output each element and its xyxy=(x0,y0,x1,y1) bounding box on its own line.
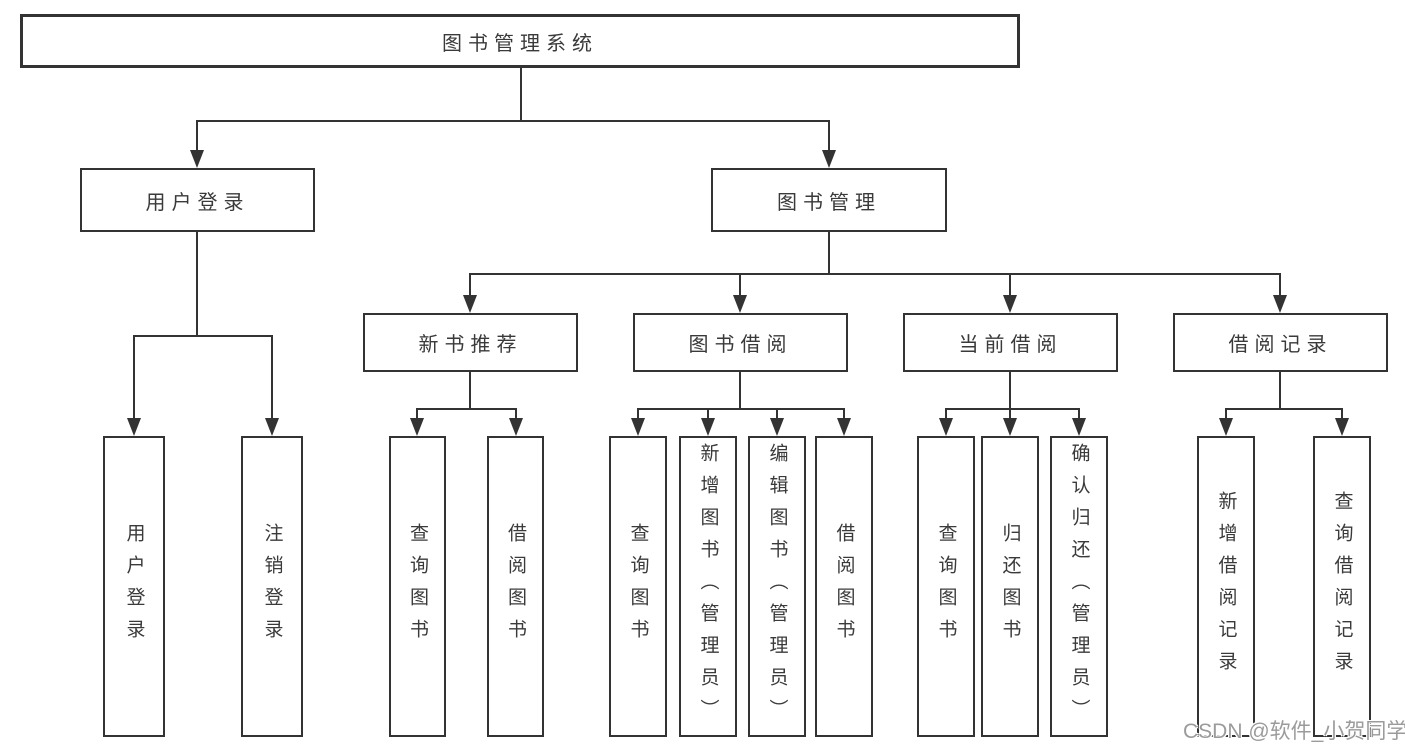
leaf-query-book-current-label: 查询图书 xyxy=(935,522,957,651)
connector-user-login-rail xyxy=(133,335,273,337)
connector-leaf-stem xyxy=(416,408,418,418)
node-new-book-recommend: 新书推荐 xyxy=(363,313,578,372)
arrow-down-leaf xyxy=(1219,418,1233,436)
node-book-borrow-label: 图书借阅 xyxy=(688,334,793,356)
connector-root-stem xyxy=(520,68,522,120)
connector-group-down xyxy=(469,372,471,408)
arrow-down-level3 xyxy=(733,295,747,313)
node-book-management-label: 图书管理 xyxy=(777,191,881,214)
connector-level3-stem xyxy=(1009,273,1011,295)
connector-leaf-stem xyxy=(1341,408,1343,418)
leaf-query-book: 查询图书 xyxy=(609,436,667,737)
arrow-down-leaf xyxy=(770,418,784,436)
node-borrow-record-label: 借阅记录 xyxy=(1228,334,1333,356)
connector-leaf-stem xyxy=(1009,408,1011,418)
connector-leaf-stem xyxy=(637,408,639,418)
connector-leaf-stem xyxy=(945,408,947,418)
connector-level3-rail xyxy=(470,273,1281,275)
arrow-down-leaf xyxy=(837,418,851,436)
leaf-borrow-book: 借阅图书 xyxy=(815,436,873,737)
leaf-query-book-current: 查询图书 xyxy=(917,436,975,737)
connector-leaf-stem xyxy=(707,408,709,418)
arrow-down-level3 xyxy=(1273,295,1287,313)
arrow-down-leaf xyxy=(1072,418,1086,436)
leaf-query-book-recommend: 查询图书 xyxy=(389,436,446,737)
connector-level3-stem xyxy=(739,273,741,295)
node-current-borrow: 当前借阅 xyxy=(903,313,1118,372)
leaf-add-book-admin: 新增图书（管理员） xyxy=(679,436,737,737)
connector-leaf-stem xyxy=(133,335,135,418)
node-current-borrow-label: 当前借阅 xyxy=(958,334,1063,356)
connector-leaf-stem xyxy=(1078,408,1080,418)
arrow-down-level3 xyxy=(463,295,477,313)
node-new-book-recommend-label: 新书推荐 xyxy=(418,334,523,356)
leaf-logout-label: 注销登录 xyxy=(261,522,283,651)
node-root: 图书管理系统 xyxy=(20,14,1020,68)
connector-level2-rail xyxy=(196,120,830,122)
leaf-query-borrow-record: 查询借阅记录 xyxy=(1313,436,1371,737)
connector-group-down xyxy=(1279,372,1281,408)
arrow-down-leaf xyxy=(939,418,953,436)
leaf-return-book-label: 归还图书 xyxy=(999,522,1021,651)
leaf-confirm-return-admin-label: 确认归还（管理员） xyxy=(1068,442,1090,731)
connector-leaf-stem xyxy=(843,408,845,418)
leaf-logout: 注销登录 xyxy=(241,436,303,737)
arrow-down-leaf xyxy=(265,418,279,436)
connector-group-rail xyxy=(945,408,1079,410)
arrow-down-book-mgmt xyxy=(822,150,836,168)
arrow-down-leaf xyxy=(127,418,141,436)
connector-book-mgmt-stem xyxy=(828,120,830,152)
node-book-management: 图书管理 xyxy=(711,168,947,232)
connector-group-rail xyxy=(637,408,844,410)
leaf-query-borrow-record-label: 查询借阅记录 xyxy=(1331,490,1353,683)
leaf-query-book-label: 查询图书 xyxy=(627,522,649,651)
connector-leaf-stem xyxy=(1225,408,1227,418)
connector-level3-stem xyxy=(1279,273,1281,295)
node-book-borrow: 图书借阅 xyxy=(633,313,848,372)
connector-user-login-stem xyxy=(196,120,198,152)
connector-book-mgmt-down xyxy=(828,232,830,273)
leaf-borrow-book-recommend-label: 借阅图书 xyxy=(505,522,526,651)
connector-group-rail xyxy=(417,408,516,410)
connector-leaf-stem xyxy=(271,335,273,418)
node-root-label: 图书管理系统 xyxy=(442,32,598,55)
arrow-down-leaf xyxy=(509,418,523,436)
leaf-borrow-book-recommend: 借阅图书 xyxy=(487,436,544,737)
connector-group-rail xyxy=(1225,408,1342,410)
leaf-confirm-return-admin: 确认归还（管理员） xyxy=(1050,436,1108,737)
leaf-query-book-recommend-label: 查询图书 xyxy=(407,522,428,651)
leaf-user-login: 用户登录 xyxy=(103,436,165,737)
connector-group-down xyxy=(1009,372,1011,408)
connector-leaf-stem xyxy=(776,408,778,418)
leaf-add-book-admin-label: 新增图书（管理员） xyxy=(697,442,719,731)
leaf-edit-book-admin-label: 编辑图书（管理员） xyxy=(766,442,788,731)
leaf-add-borrow-record-label: 新增借阅记录 xyxy=(1215,490,1237,683)
leaf-add-borrow-record: 新增借阅记录 xyxy=(1197,436,1255,737)
connector-user-login-down xyxy=(196,232,198,335)
watermark: CSDN @软件_小贺同学 xyxy=(1183,720,1405,743)
arrow-down-user-login xyxy=(190,150,204,168)
connector-group-down xyxy=(739,372,741,408)
leaf-user-login-label: 用户登录 xyxy=(123,522,145,651)
node-user-login-label: 用户登录 xyxy=(145,191,250,214)
leaf-return-book: 归还图书 xyxy=(981,436,1039,737)
arrow-down-leaf xyxy=(1003,418,1017,436)
arrow-down-level3 xyxy=(1003,295,1017,313)
leaf-borrow-book-label: 借阅图书 xyxy=(833,522,855,651)
connector-leaf-stem xyxy=(515,408,517,418)
leaf-edit-book-admin: 编辑图书（管理员） xyxy=(748,436,806,737)
node-user-login: 用户登录 xyxy=(80,168,315,232)
connector-level3-stem xyxy=(469,273,471,295)
arrow-down-leaf xyxy=(410,418,424,436)
node-borrow-record: 借阅记录 xyxy=(1173,313,1388,372)
arrow-down-leaf xyxy=(631,418,645,436)
arrow-down-leaf xyxy=(701,418,715,436)
arrow-down-leaf xyxy=(1335,418,1349,436)
